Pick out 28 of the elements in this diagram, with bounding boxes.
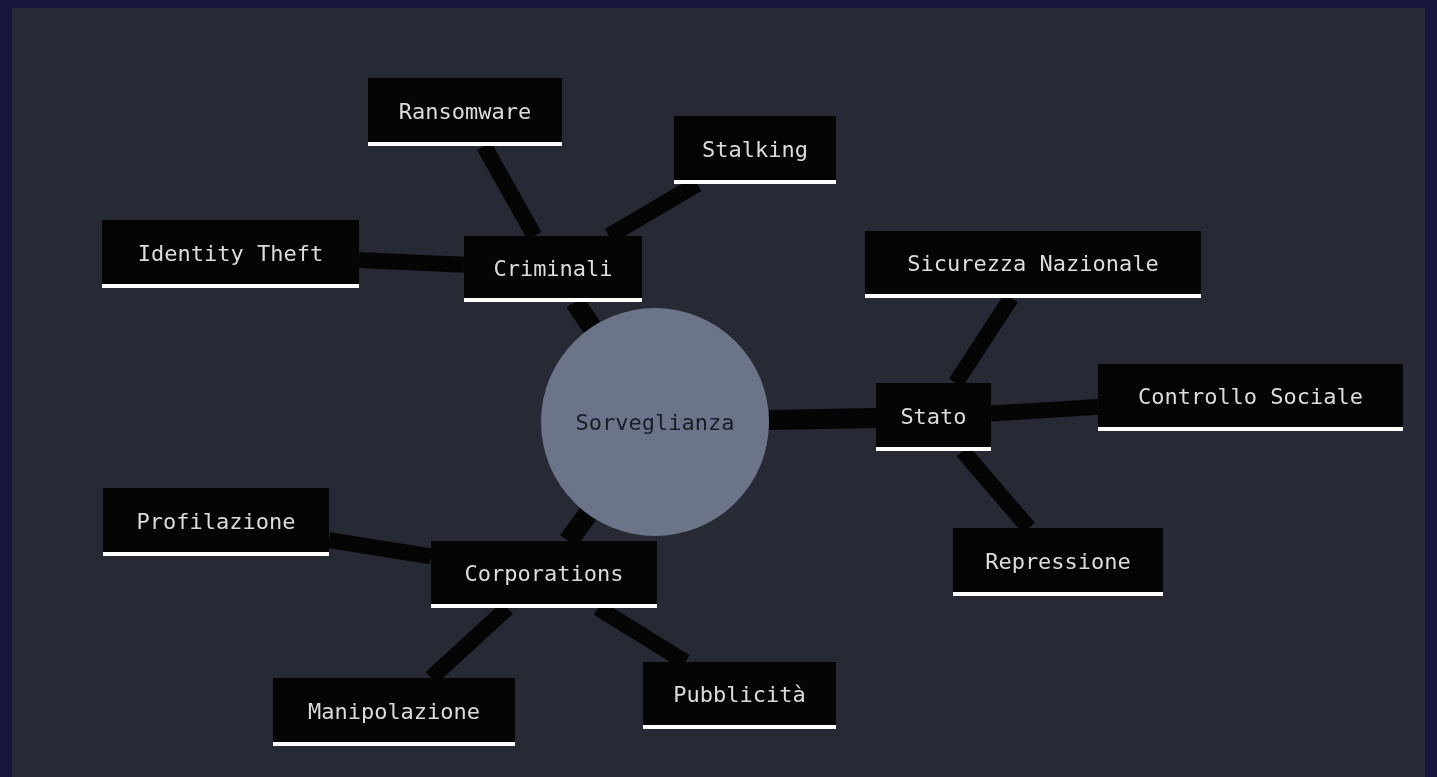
connector-line	[768, 408, 877, 430]
node-label: Criminali	[493, 255, 613, 281]
node-label: Stato	[900, 403, 967, 429]
node-label: Corporations	[464, 561, 624, 586]
node-label: Profilazione	[136, 508, 296, 534]
topic-box	[102, 220, 359, 288]
topic-box	[865, 231, 1201, 298]
topic-box	[674, 116, 836, 184]
connector-line	[990, 398, 1099, 422]
topic-box	[876, 383, 991, 451]
node-label: Repressione	[985, 548, 1131, 574]
node-label: Stalking	[702, 136, 808, 162]
topic-box	[1098, 364, 1403, 431]
node-label: Sorveglianza	[575, 409, 735, 435]
node-label: Pubblicità	[673, 682, 806, 707]
node-label: Manipolazione	[307, 698, 481, 724]
topic-box	[431, 541, 657, 608]
node-label: Identity Theft	[137, 240, 324, 266]
connector-line	[358, 252, 465, 273]
node-label: Ransomware	[398, 98, 532, 124]
topic-box	[464, 236, 642, 302]
node-label: Controllo Sociale	[1137, 384, 1364, 409]
node-label: Sicurezza Nazionale	[907, 251, 1159, 276]
topic-box	[103, 488, 329, 556]
topic-box	[643, 662, 836, 729]
topic-box	[273, 678, 515, 746]
topic-box	[953, 528, 1163, 596]
topic-box	[368, 78, 562, 146]
